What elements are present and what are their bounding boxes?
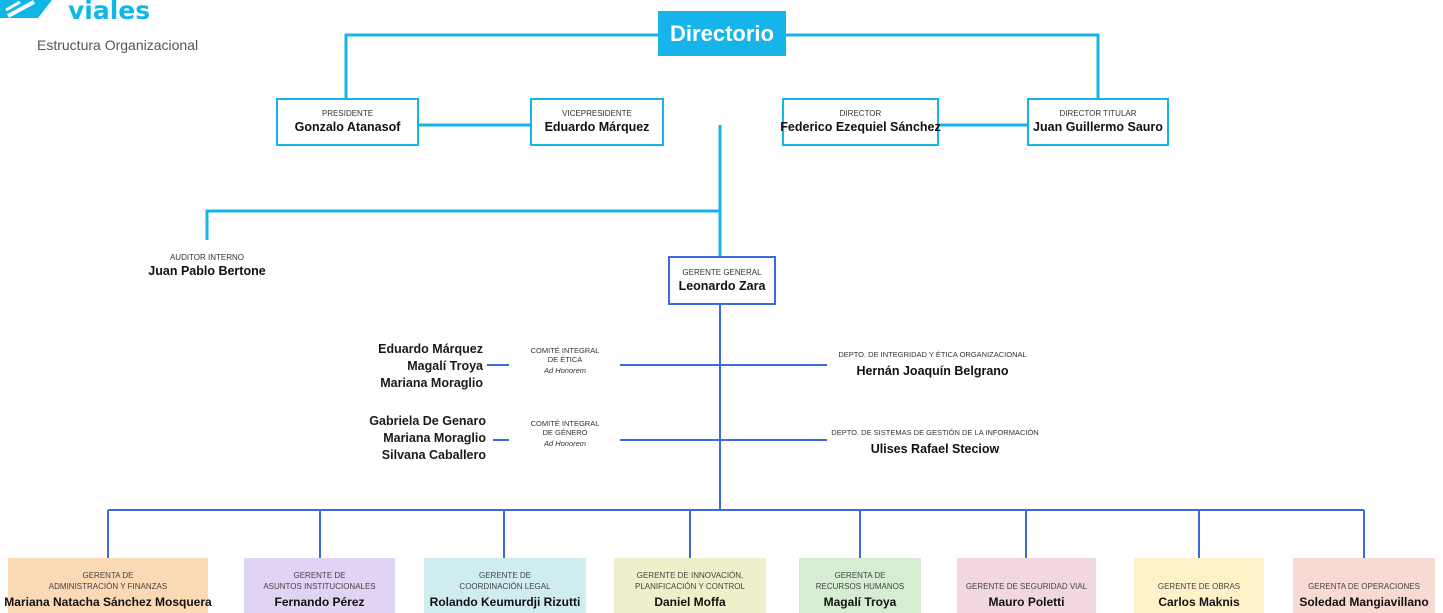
logo-text: viales — [68, 0, 151, 25]
person-name: Rolando Keumurdji Rizutti — [429, 595, 581, 609]
role-label: GERENTE DE — [478, 571, 531, 580]
committee-title: COMITÉ INTEGRAL — [530, 346, 600, 355]
person-name: Magalí Troya — [823, 595, 897, 609]
auditor-interno: AUDITOR INTERNO Juan Pablo Bertone — [137, 253, 277, 279]
person-name: Daniel Moffa — [654, 595, 726, 609]
role-label: GERENTE DE SEGURIDAD VIAL — [965, 582, 1088, 591]
board-member-vicepresidente: VICEPRESIDENTE Eduardo Márquez — [530, 98, 664, 146]
role-label: GERENTE GENERAL — [682, 267, 762, 277]
role-label: GERENTE DE INNOVACIÓN, — [636, 571, 744, 580]
depto-integridad: DEPTO. DE INTEGRIDAD Y ÉTICA ORGANIZACIO… — [820, 350, 1045, 379]
directorio-box: Directorio — [658, 11, 786, 56]
person-name: Gonzalo Atanasof — [294, 120, 401, 134]
member-name: Silvana Caballero — [381, 448, 486, 462]
page-subtitle: Estructura Organizacional — [37, 37, 199, 53]
board-member-director: DIRECTOR Federico Ezequiel Sánchez — [780, 98, 941, 146]
person-name: Federico Ezequiel Sánchez — [780, 120, 941, 134]
role-label: GERENTE DE OBRAS — [1157, 582, 1241, 591]
person-name: Eduardo Márquez — [544, 120, 650, 134]
person-name: Juan Guillermo Sauro — [1033, 120, 1163, 134]
committee-note: Ad Honorem — [543, 366, 587, 375]
committee-note: Ad Honorem — [543, 439, 587, 448]
manager-seguridad-vial: GERENTE DE SEGURIDAD VIAL Mauro Poletti — [957, 558, 1096, 613]
role-label: PRESIDENTE — [321, 109, 374, 118]
logo-icon — [0, 0, 52, 18]
manager-recursos-humanos: GERENTA DE RECURSOS HUMANOS Magalí Troya — [799, 558, 921, 613]
person-name: Hernán Joaquín Belgrano — [856, 364, 1009, 378]
manager-administracion-finanzas: GERENTA DE ADMINISTRACIÓN Y FINANZAS Mar… — [4, 558, 212, 613]
role-label: ADMINISTRACIÓN Y FINANZAS — [48, 582, 168, 591]
management-connectors — [107, 305, 1365, 558]
committee-title: DE ÉTICA — [547, 355, 583, 364]
role-label: GERENTA DE — [834, 571, 886, 580]
person-name: Fernando Pérez — [274, 595, 365, 609]
person-name: Soledad Mangiavillano — [1299, 595, 1429, 609]
member-name: Mariana Moraglio — [383, 431, 486, 445]
member-name: Gabriela De Genaro — [369, 414, 486, 428]
logo-mark — [0, 0, 60, 18]
depto-sistemas: DEPTO. DE SISTEMAS DE GESTIÓN DE LA INFO… — [820, 428, 1050, 457]
role-label: GERENTE DE — [293, 571, 346, 580]
role-label: DIRECTOR — [839, 109, 882, 118]
role-label: COORDINACIÓN LEGAL — [459, 582, 551, 591]
board-connectors — [205, 33, 1100, 256]
manager-innovacion: GERENTE DE INNOVACIÓN, PLANIFICACIÓN Y C… — [614, 558, 766, 613]
member-name: Mariana Moraglio — [380, 376, 483, 390]
manager-asuntos-institucionales: GERENTE DE ASUNTOS INSTITUCIONALES Ferna… — [244, 558, 395, 613]
member-name: Magalí Troya — [407, 359, 483, 373]
role-label: AUDITOR INTERNO — [169, 253, 245, 262]
role-label: DEPTO. DE SISTEMAS DE GESTIÓN DE LA INFO… — [831, 428, 1039, 437]
role-label: DIRECTOR TITULAR — [1059, 109, 1137, 118]
committee-title: COMITÉ INTEGRAL — [530, 419, 600, 428]
role-label: GERENTA DE OPERACIONES — [1308, 582, 1420, 591]
committee-title: DE GÉNERO — [542, 428, 588, 437]
committee-genero-members: Gabriela De Genaro Mariana Moraglio Silv… — [340, 413, 486, 464]
role-label: DEPTO. DE INTEGRIDAD Y ÉTICA ORGANIZACIO… — [838, 350, 1027, 359]
board-member-presidente: PRESIDENTE Gonzalo Atanasof — [276, 98, 419, 146]
person-name: Mauro Poletti — [988, 595, 1065, 609]
person-name: Juan Pablo Bertone — [148, 264, 266, 278]
manager-coordinacion-legal: GERENTE DE COORDINACIÓN LEGAL Rolando Ke… — [424, 558, 586, 613]
manager-obras: GERENTE DE OBRAS Carlos Maknis — [1134, 558, 1264, 613]
committee-etica: COMITÉ INTEGRAL DE ÉTICA Ad Honorem — [510, 346, 620, 375]
role-label: VICEPRESIDENTE — [562, 109, 632, 118]
committee-etica-members: Eduardo Márquez Magalí Troya Mariana Mor… — [350, 341, 483, 392]
member-name: Eduardo Márquez — [378, 342, 483, 356]
person-name: Ulises Rafael Steciow — [870, 442, 1000, 456]
committee-genero: COMITÉ INTEGRAL DE GÉNERO Ad Honorem — [510, 419, 620, 448]
person-name: Mariana Natacha Sánchez Mosquera — [4, 595, 212, 609]
board-member-director-titular: DIRECTOR TITULAR Juan Guillermo Sauro — [1027, 98, 1169, 146]
role-label: RECURSOS HUMANOS — [815, 582, 905, 591]
role-label: GERENTA DE — [82, 571, 134, 580]
person-name: Leonardo Zara — [678, 278, 766, 293]
role-label: PLANIFICACIÓN Y CONTROL — [635, 582, 745, 591]
role-label: ASUNTOS INSTITUCIONALES — [263, 582, 376, 591]
person-name: Carlos Maknis — [1158, 595, 1240, 609]
manager-operaciones: GERENTA DE OPERACIONES Soledad Mangiavil… — [1293, 558, 1435, 613]
gerente-general-box: GERENTE GENERAL Leonardo Zara — [668, 256, 776, 305]
